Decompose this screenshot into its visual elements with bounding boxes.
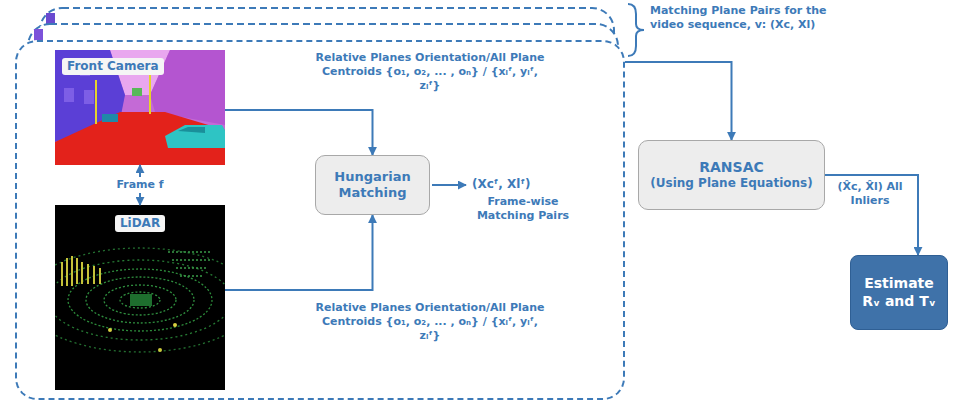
- flow-arrow: [825, 175, 918, 255]
- camera-image-panel: Front Camera: [55, 50, 225, 165]
- segmentation-window: [84, 90, 94, 104]
- box-title: Hungarian Matching: [322, 169, 423, 202]
- segmentation-window: [64, 88, 74, 102]
- lidar-ring: [68, 269, 212, 331]
- flow-arrow: [225, 110, 373, 155]
- lidar-point: [108, 328, 112, 332]
- text-holder: RANSAC(Using Plane Equations): [639, 141, 824, 209]
- lidar-image: [55, 205, 225, 390]
- segmentation-car: [102, 114, 118, 122]
- connector-label: Relative Planes Orientation/All Plane Ce…: [308, 51, 552, 93]
- lidar-ring: [104, 285, 176, 315]
- output-label: Frame-wise Matching Pairs: [468, 195, 578, 223]
- text-holder: Hungarian Matching: [316, 156, 429, 214]
- output-box: Estimate Rᵥ and Tᵥ: [850, 255, 948, 330]
- lidar-ring: [86, 277, 194, 323]
- lidar-point: [173, 323, 177, 327]
- lidar-ring: [55, 248, 225, 352]
- lidar-building-points: [168, 252, 210, 276]
- segmentation-car-window: [178, 127, 205, 133]
- lidar-car: [130, 294, 152, 306]
- image-label: Front Camera: [62, 58, 164, 75]
- box-title: Estimate Rᵥ and Tᵥ: [857, 275, 941, 310]
- frame-heading: Matching Plane Pairs for the video seque…: [650, 4, 835, 32]
- lidar-ring: [120, 292, 160, 308]
- lidar-point: [158, 348, 162, 352]
- segmentation-road: [55, 112, 225, 165]
- segmentation-pole: [95, 80, 97, 124]
- image-label: LiDAR: [115, 215, 165, 232]
- segmentation-sign: [132, 88, 142, 96]
- flow-arrow: [225, 215, 373, 290]
- connector-group: [140, 62, 918, 290]
- arrow-line: [432, 184, 466, 186]
- segmentation-car: [165, 125, 225, 148]
- text-holder: LiDAR: [55, 212, 225, 232]
- box-subtitle: (Using Plane Equations): [650, 176, 812, 191]
- camera-image: [55, 50, 225, 165]
- lidar-image-panel: LiDAR: [55, 205, 225, 390]
- lidar-wall-points: [62, 256, 100, 286]
- curly-brace: [628, 4, 644, 56]
- lidar-ground: [55, 205, 225, 390]
- segmentation-ground: [55, 50, 225, 165]
- connector-label: Frame f: [113, 177, 166, 193]
- process-box: RANSAC(Using Plane Equations): [638, 140, 825, 210]
- pair-notation: (Xcᶠ, Xlᶠ): [472, 177, 530, 191]
- text-holder: Front Camera: [62, 55, 164, 75]
- flow-arrow: [625, 62, 732, 140]
- lidar-ring: [55, 260, 225, 340]
- frame-ground: [15, 40, 625, 400]
- connector-label: Relative Planes Orientation/All Plane Ce…: [308, 301, 552, 343]
- text-holder: Matching Plane Pairs for the video seque…: [650, 4, 835, 32]
- process-box: Hungarian Matching: [315, 155, 430, 215]
- box-title: RANSAC: [699, 159, 764, 177]
- text-holder: Estimate Rᵥ and Tᵥ: [851, 256, 947, 329]
- connector-label: (X̂c, X̂l) All Inliers: [829, 180, 911, 208]
